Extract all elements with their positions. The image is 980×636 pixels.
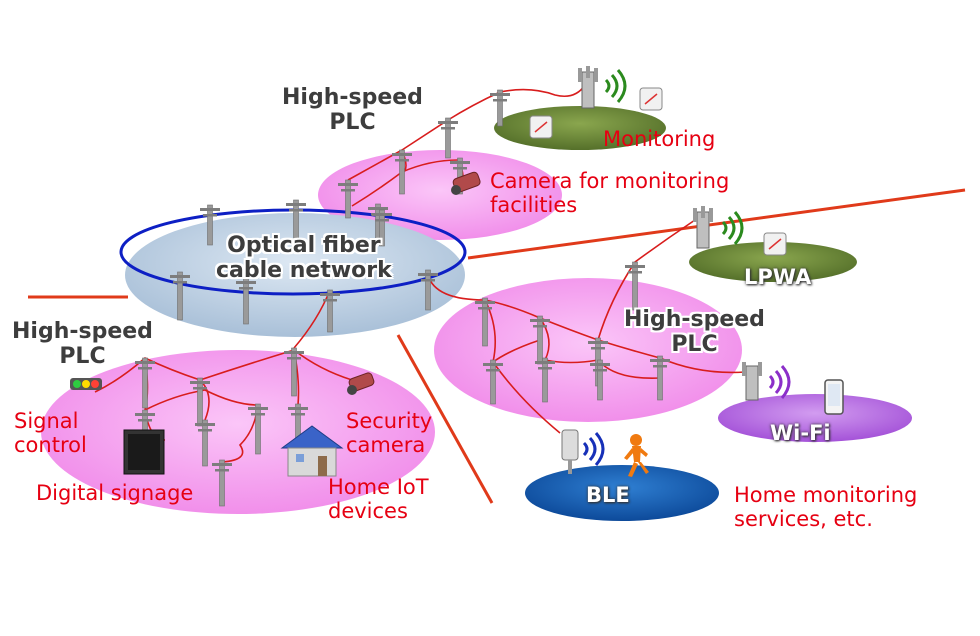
utility-pole-icon (284, 347, 304, 397)
utility-pole-icon (625, 261, 645, 311)
utility-pole-icon (338, 179, 358, 219)
utility-pole-icon (236, 277, 256, 325)
digital-signage-label: Digital signage (36, 481, 194, 505)
utility-pole-icon (135, 357, 155, 409)
person-icon (624, 434, 649, 477)
house-icon (280, 425, 344, 477)
connector-lines (28, 188, 966, 504)
utility-pole-icon (320, 289, 340, 333)
utility-pole-icon (170, 271, 190, 321)
utility-poles (135, 89, 670, 507)
utility-pole-icon (490, 89, 510, 127)
meter-icon-3 (763, 232, 787, 256)
ble-area (525, 465, 719, 521)
utility-pole-icon (650, 355, 670, 401)
access-point-ble (561, 429, 579, 474)
wireless-wave-icon-ble (582, 432, 605, 466)
antenna-top (578, 66, 598, 109)
utility-pole-icon (212, 459, 232, 507)
utility-pole-icon (438, 117, 458, 159)
utility-pole-icon (286, 199, 306, 245)
antenna-lpwa (693, 206, 713, 249)
antenna-wifi (742, 362, 762, 401)
ble-label: BLE (586, 483, 630, 507)
wireless-wave-icon-top (604, 69, 627, 103)
utility-pole-icon (200, 204, 220, 246)
wifi-area (718, 394, 912, 442)
monitoring-label: Monitoring (603, 127, 716, 151)
camera-icon-facilities (451, 171, 481, 195)
smartphone-icon (824, 379, 844, 415)
utility-pole-icon (418, 269, 438, 311)
digital-signage-icon (123, 429, 165, 475)
camera-icon-security (347, 372, 375, 395)
lpwa-area-right (689, 242, 857, 282)
utility-pole-icon (590, 359, 610, 401)
wireless-wave-icon-wifi (768, 365, 791, 399)
utility-pole-icon (535, 357, 555, 403)
traffic-signal-icon (70, 378, 102, 390)
utility-pole-icon (483, 359, 503, 405)
meter-icon-1 (639, 87, 663, 111)
wireless-wave-icon-lpwa (721, 211, 744, 245)
utility-pole-icon (248, 403, 268, 455)
utility-pole-icon (372, 209, 392, 247)
utility-pole-icon (195, 419, 215, 467)
utility-pole-icon (475, 297, 495, 347)
lpwa-label: LPWA (744, 265, 812, 289)
utility-pole-icon (392, 149, 412, 195)
wifi-label: Wi-Fi (770, 421, 831, 445)
meter-icon-2 (529, 115, 553, 139)
